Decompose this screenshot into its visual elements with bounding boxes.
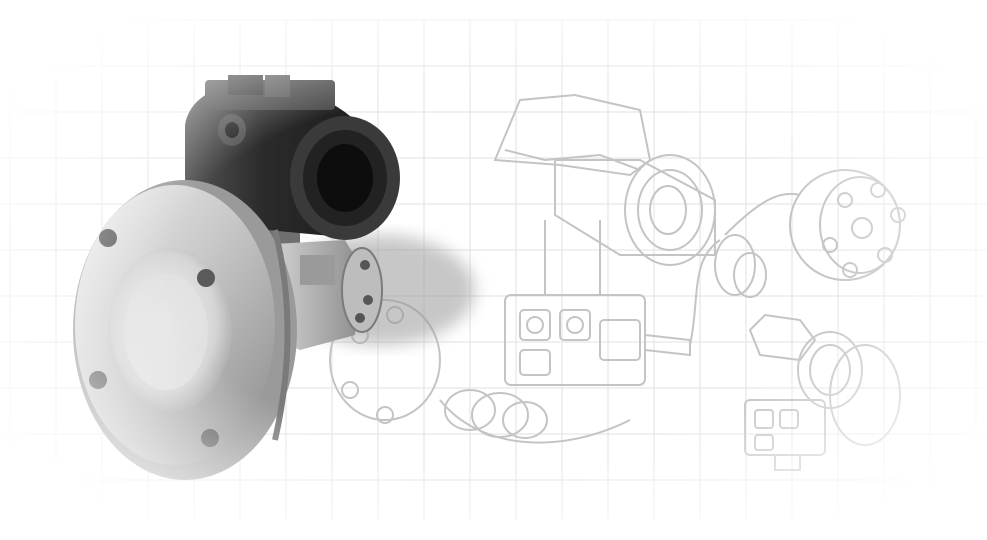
product-illustration: [0, 0, 987, 540]
vignette: [0, 0, 987, 540]
